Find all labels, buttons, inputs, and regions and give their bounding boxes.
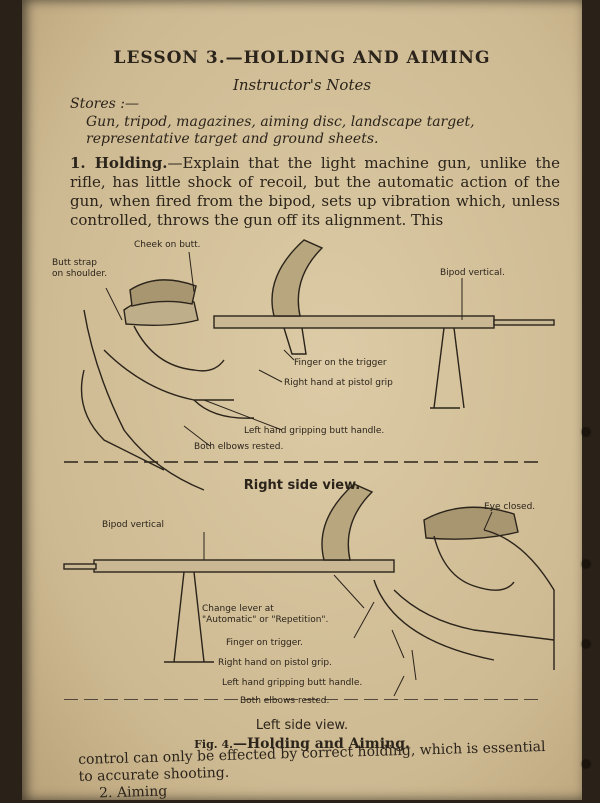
right-side-view-drawing — [80, 239, 555, 491]
label-elbows-bottom: Both elbows rested. — [240, 696, 330, 706]
label-right-hand-bottom: Right hand on pistol grip. — [218, 658, 332, 668]
caption-right-side-view: Right side view. — [243, 478, 361, 493]
label-change-lever: Change lever at "Automatic" or "Repetiti… — [202, 604, 329, 625]
label-bipod-vertical-bottom: Bipod vertical — [102, 520, 165, 530]
label-left-hand-bottom: Left hand gripping butt handle. — [222, 678, 363, 688]
paragraph-holding: 1. Holding.—Explain that the light machi… — [70, 154, 560, 230]
left-view-leader-lines — [203, 511, 493, 697]
binding-hole — [582, 760, 590, 768]
binding-hole — [582, 560, 590, 568]
label-elbows-top: Both elbows rested. — [194, 442, 284, 452]
label-butt-strap: Butt strap on shoulder. — [52, 258, 108, 279]
label-finger-on-trigger-bottom: Finger on trigger. — [226, 638, 304, 648]
binding-hole — [582, 428, 590, 436]
binding-hole — [582, 640, 590, 648]
label-finger-on-trigger-top: Finger on the trigger — [294, 358, 387, 368]
paragraph-heading: 1. Holding. — [70, 154, 168, 172]
figure-title: —Holding and Aiming. — [232, 736, 410, 752]
stores-label: Stores :— — [70, 96, 139, 112]
left-side-view-drawing — [63, 483, 555, 670]
label-left-hand-top: Left hand gripping butt handle. — [244, 426, 385, 436]
label-cheek-on-butt: Cheek on butt. — [134, 240, 201, 250]
lesson-title: LESSON 3.—HOLDING AND AIMING — [113, 48, 491, 68]
label-eye-closed: Eye closed. — [484, 502, 536, 512]
stores-text: Gun, tripod, magazines, aiming disc, lan… — [86, 114, 475, 147]
holding-aiming-illustration — [63, 239, 555, 700]
manual-page: LESSON 3.—HOLDING AND AIMING Instructor'… — [22, 0, 590, 801]
right-view-leader-lines — [105, 251, 463, 447]
figure-number: Fig. 4. — [194, 738, 233, 751]
paragraph-body: —Explain that the light machine gun, unl… — [70, 154, 561, 229]
label-right-hand-top: Right hand at pistol grip — [284, 378, 393, 388]
caption-left-side-view: Left side view. — [255, 718, 349, 733]
figure-caption: Fig. 4.—Holding and Aiming. — [22, 736, 582, 752]
subtitle: Instructor's Notes — [232, 76, 372, 94]
label-bipod-vertical-top: Bipod vertical. — [440, 268, 505, 278]
